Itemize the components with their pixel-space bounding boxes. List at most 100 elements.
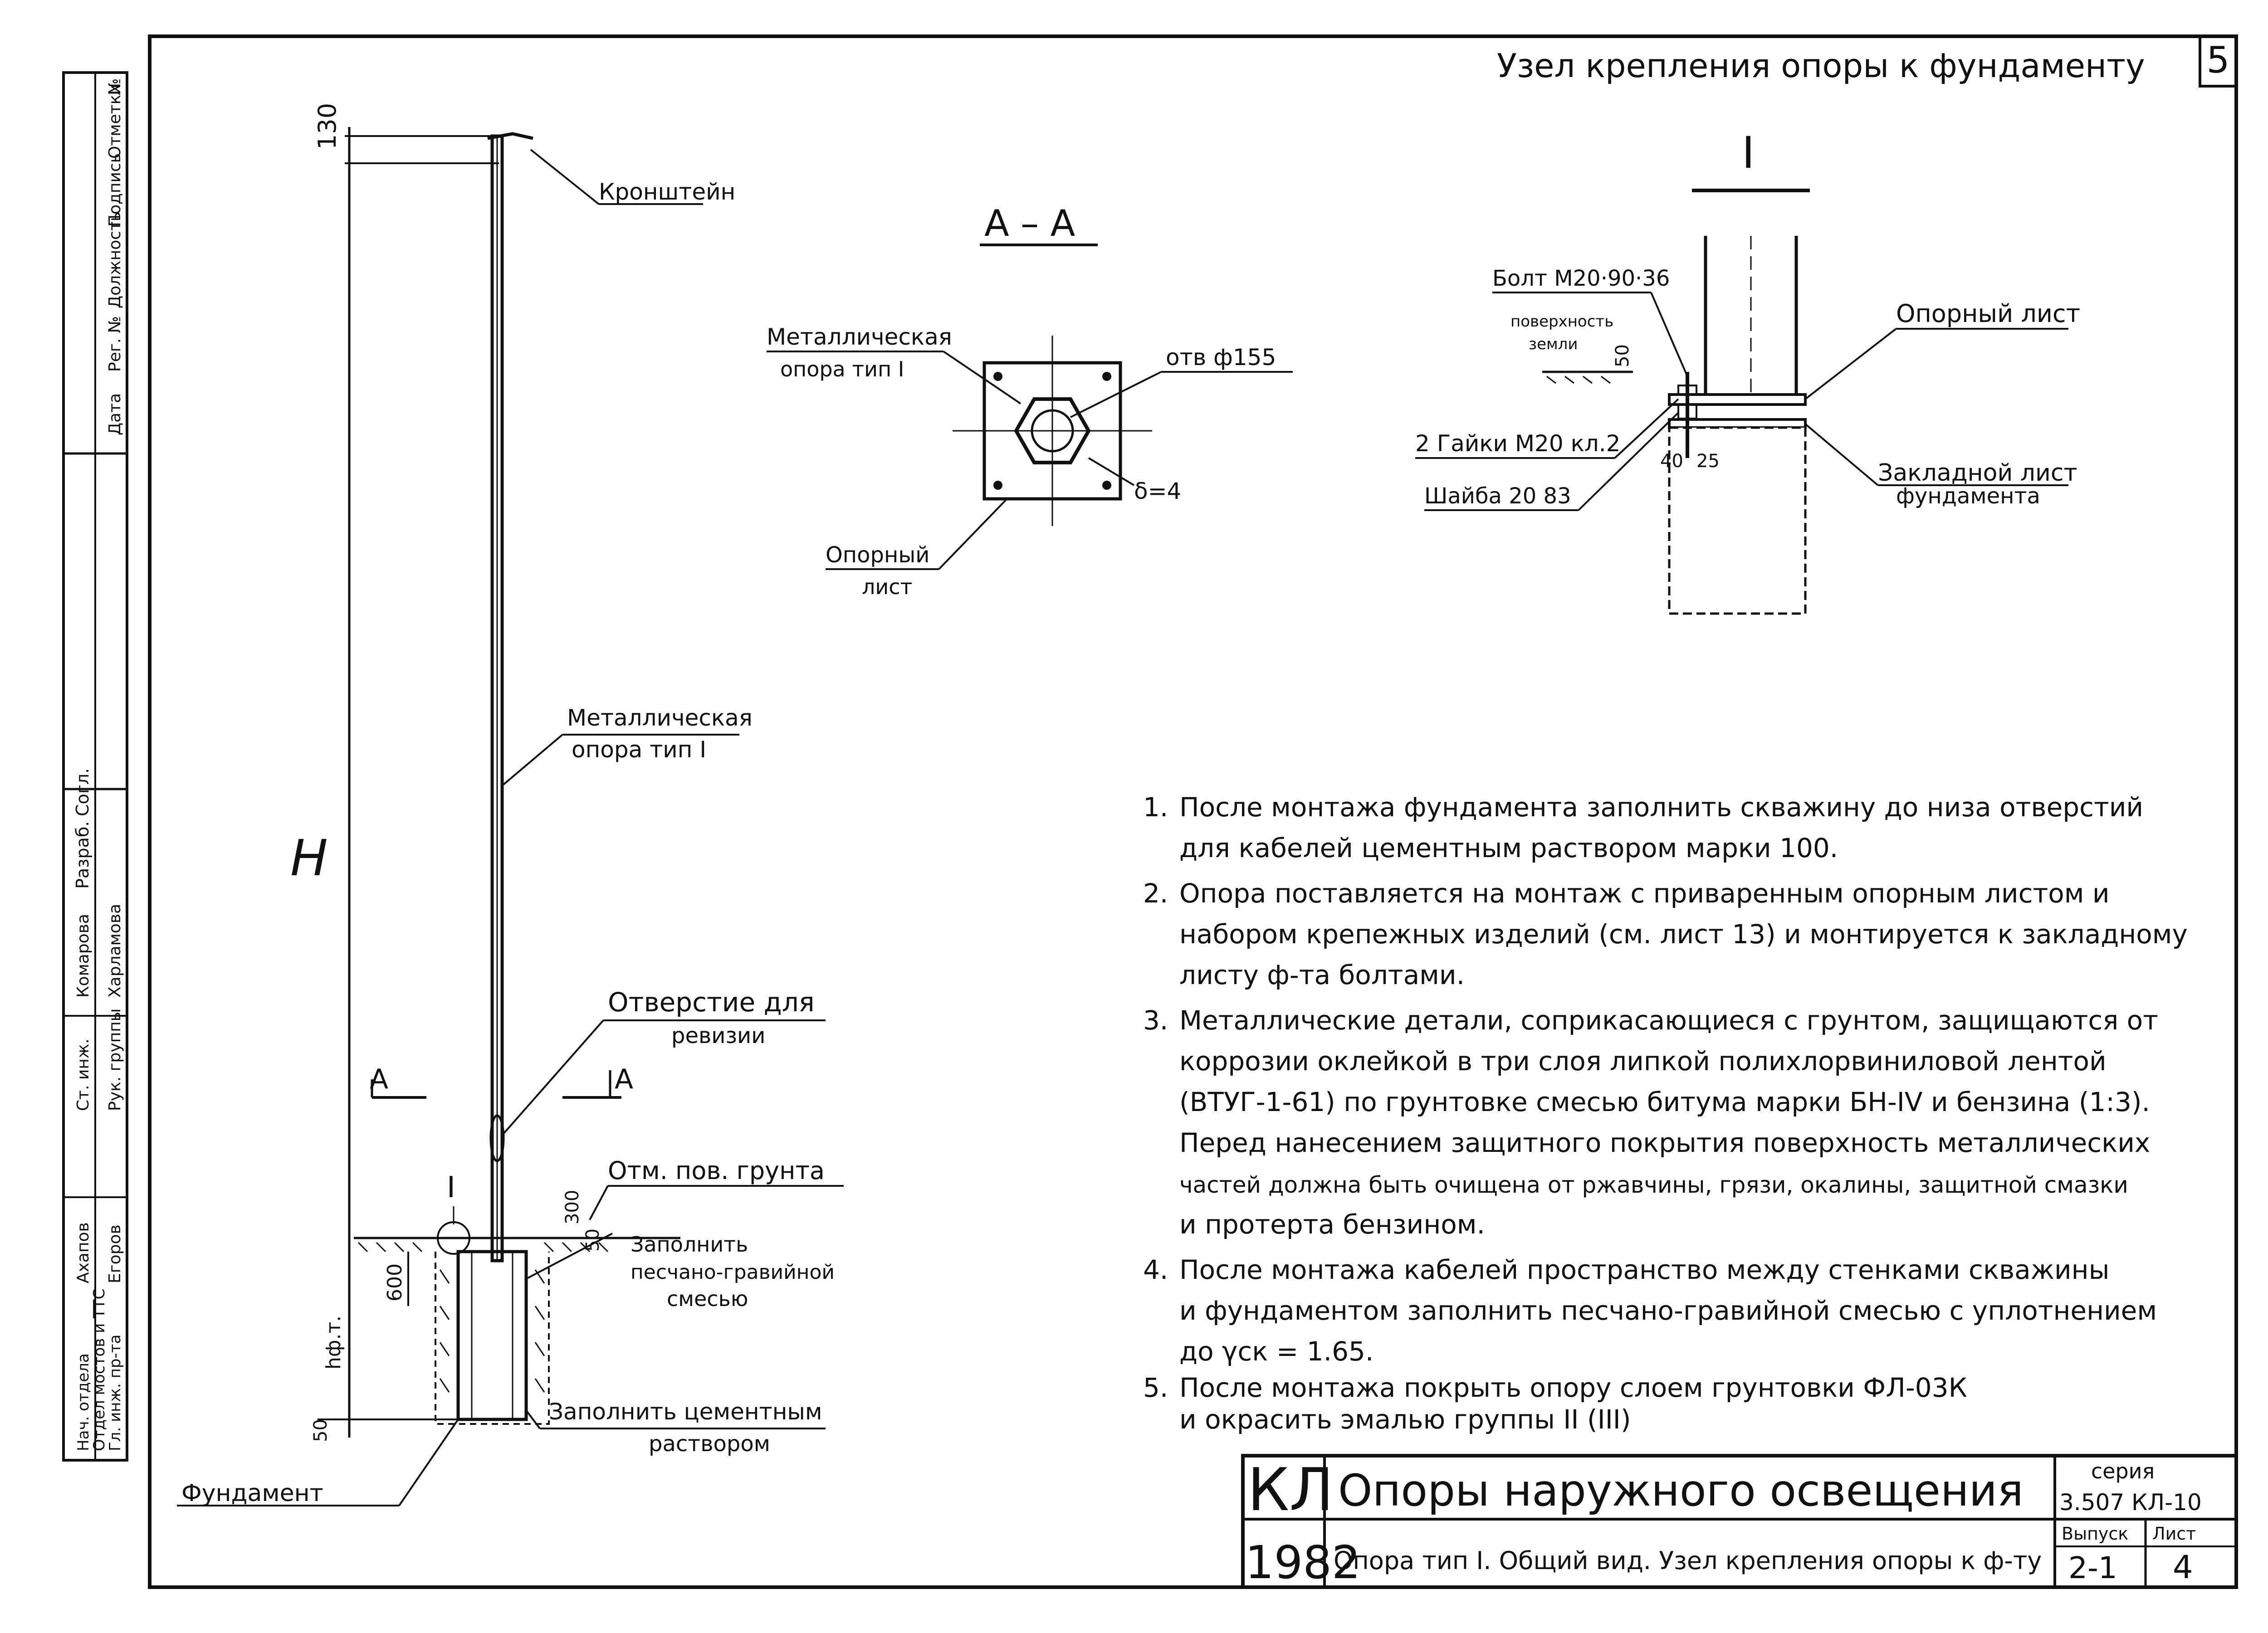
stamp-col-2: Рег. № xyxy=(106,316,124,372)
dim-h: H xyxy=(290,829,328,887)
stamp-nach: Нач. отдела xyxy=(74,1353,93,1451)
note-2-line-1: Опора поставляется на монтаж с приваренн… xyxy=(1179,878,2110,909)
bolt-hole-4 xyxy=(1102,481,1111,490)
section-mark-right: A xyxy=(615,1063,633,1095)
bolt-label: Болт М20·90·36 xyxy=(1492,266,1670,291)
tb-title: Опоры наружного освещения xyxy=(1338,1465,2024,1516)
bolt-hole-2 xyxy=(1102,372,1111,381)
sand-fill-3: смесью xyxy=(667,1287,748,1311)
note-3-num: 3. xyxy=(1143,1005,1168,1036)
stamp-komarova: Комарова xyxy=(74,914,93,998)
aa-hole-label: отв ф155 xyxy=(1166,344,1276,370)
stamp-col-1: Дата xyxy=(106,393,124,435)
sand-fill-1: Заполнить xyxy=(631,1232,748,1257)
tb-sheet-label: Лист xyxy=(2152,1524,2196,1544)
foundation-label: Фундамент xyxy=(181,1480,323,1507)
stamp-akhapov: Ахапов xyxy=(74,1222,93,1283)
dim-130: 130 xyxy=(313,103,342,150)
sheet-number-box xyxy=(2199,35,2238,88)
stamp-otdel: Отдел мостов и ТТС xyxy=(90,1289,108,1451)
note-4-line-2: и фундаментом заполнить песчано-гравийно… xyxy=(1179,1295,2157,1326)
note-5-num: 5. xyxy=(1143,1372,1168,1403)
tb-sheet-value: 4 xyxy=(2173,1549,2193,1586)
ground-mark: Отм. пов. грунта xyxy=(608,1156,825,1185)
stamp-egorov: Егоров xyxy=(106,1224,124,1283)
note-4-line-3: до γск = 1.65. xyxy=(1179,1336,1374,1367)
tb-issue-value: 2-1 xyxy=(2068,1550,2117,1585)
cement-fill-1: Заполнить цементным xyxy=(549,1399,822,1425)
sheet-number: 5 xyxy=(2207,39,2230,81)
section-aa: А – А Металлическая опора тип I отв ф155… xyxy=(767,202,1293,599)
header-title: Узел крепления опоры к фундаменту xyxy=(1497,47,2145,85)
tb-series-value: 3.507 КЛ-10 xyxy=(2059,1489,2202,1516)
general-view: 130 H Кронштейн Металлическая опора тип … xyxy=(177,103,844,1507)
node-dim-40: 40 xyxy=(1660,451,1683,472)
tb-year: 1982 xyxy=(1245,1536,1361,1589)
node-i: I Болт М20·90·36 поверхность земли 50 Оп… xyxy=(1415,127,2080,615)
tb-subtitle: Опора тип I. Общий вид. Узел крепления о… xyxy=(1334,1546,2042,1575)
stamp-col-3: Должность xyxy=(106,212,124,308)
surface-label-1: поверхность xyxy=(1510,312,1613,331)
bolt-hole-3 xyxy=(993,481,1002,490)
pole-label-1: Металлическая xyxy=(567,705,753,731)
borehole xyxy=(435,1252,550,1425)
note-3-line-3: (ВТУГ-1-61) по грунтовке смесью битума м… xyxy=(1179,1087,2150,1117)
support-plate-label: Опорный лист xyxy=(1896,299,2080,328)
stamp-col-5: Отметки xyxy=(106,84,124,159)
opening-label-2: ревизии xyxy=(671,1023,765,1048)
title-block-frame xyxy=(1241,1454,2238,1589)
foundation-section xyxy=(1668,426,1807,615)
aa-plate-label-1: Опорный xyxy=(826,542,929,568)
note-3-line-6: и протерта бензином. xyxy=(1179,1209,1485,1240)
nuts-label: 2 Гайки М20 кл.2 xyxy=(1415,430,1620,457)
note-5-line-2: и окрасить эмалью группы II (III) xyxy=(1179,1404,1631,1435)
bracket-label: Кронштейн xyxy=(599,179,735,205)
note-1-line-1: После монтажа фундамента заполнить скваж… xyxy=(1179,792,2143,823)
foundation-body xyxy=(456,1250,528,1421)
embedded-label-1: Закладной лист xyxy=(1878,459,2077,487)
note-3-line-2: коррозии оклейкой в три слоя липкой поли… xyxy=(1179,1046,2107,1077)
title-block: КЛ 1982 Опоры наружного освещения Опора … xyxy=(1241,1454,2238,1589)
note-2-num: 2. xyxy=(1143,878,1168,909)
support-plate-section xyxy=(1668,393,1807,406)
aa-pole-label-2: опора тип I xyxy=(780,357,904,381)
node-dim-25: 25 xyxy=(1696,451,1720,472)
stamp-ruk: Рук. группы xyxy=(106,1009,124,1111)
note-3-line-5: частей должна быть очищена от ржавчины, … xyxy=(1179,1172,2128,1198)
tb-issue-label: Выпуск xyxy=(2062,1524,2128,1544)
stamp-col-4: Подпись xyxy=(106,153,124,227)
tb-code: КЛ xyxy=(1247,1455,1334,1524)
note-4-num: 4. xyxy=(1143,1254,1168,1285)
note-1-num: 1. xyxy=(1143,792,1168,823)
node-i-ref: I xyxy=(447,1171,455,1204)
section-aa-title: А – А xyxy=(984,202,1075,244)
opening-label-1: Отверстие для xyxy=(608,987,815,1018)
inspection-opening xyxy=(489,1114,505,1162)
stamp-sogl: Согл. xyxy=(73,768,93,816)
note-2-line-3: листу ф-та болтами. xyxy=(1179,960,1465,990)
tb-series-label: серия xyxy=(2091,1459,2155,1483)
note-1-line-2: для кабелей цементным раствором марки 10… xyxy=(1179,833,1838,863)
bolt-hole-1 xyxy=(993,372,1002,381)
note-3-line-1: Металлические детали, соприкасающиеся с … xyxy=(1179,1005,2158,1036)
stamp-stinzh: Ст. инж. xyxy=(74,1038,93,1111)
surface-label-2: земли xyxy=(1529,335,1578,353)
dim-300: 300 xyxy=(562,1190,583,1224)
aa-thickness-label: δ=4 xyxy=(1134,478,1181,504)
washer-label: Шайба 20 83 xyxy=(1424,483,1571,509)
dim-hft: hф.т. xyxy=(322,1316,345,1370)
cement-fill-2: раствором xyxy=(649,1431,770,1457)
embedded-plate-section xyxy=(1668,418,1807,429)
node-i-title: I xyxy=(1742,127,1755,178)
note-2-line-2: набором крепежных изделий (см. лист 13) … xyxy=(1179,919,2188,950)
dim-50b: 50 xyxy=(310,1419,331,1442)
stamp-col-6: № xyxy=(106,78,124,95)
stamp-razrab: Разраб. xyxy=(73,821,93,889)
pole-label-2: опора тип I xyxy=(572,736,706,763)
node-dim-50: 50 xyxy=(1612,344,1633,367)
notes: 1. После монтажа фундамента заполнить ск… xyxy=(1143,792,2188,1435)
note-5-line-1: После монтажа покрыть опору слоем грунто… xyxy=(1179,1372,1967,1403)
stamp-kharlamova: Харламова xyxy=(106,904,124,998)
sand-fill-2: песчано-гравийной xyxy=(631,1261,835,1284)
